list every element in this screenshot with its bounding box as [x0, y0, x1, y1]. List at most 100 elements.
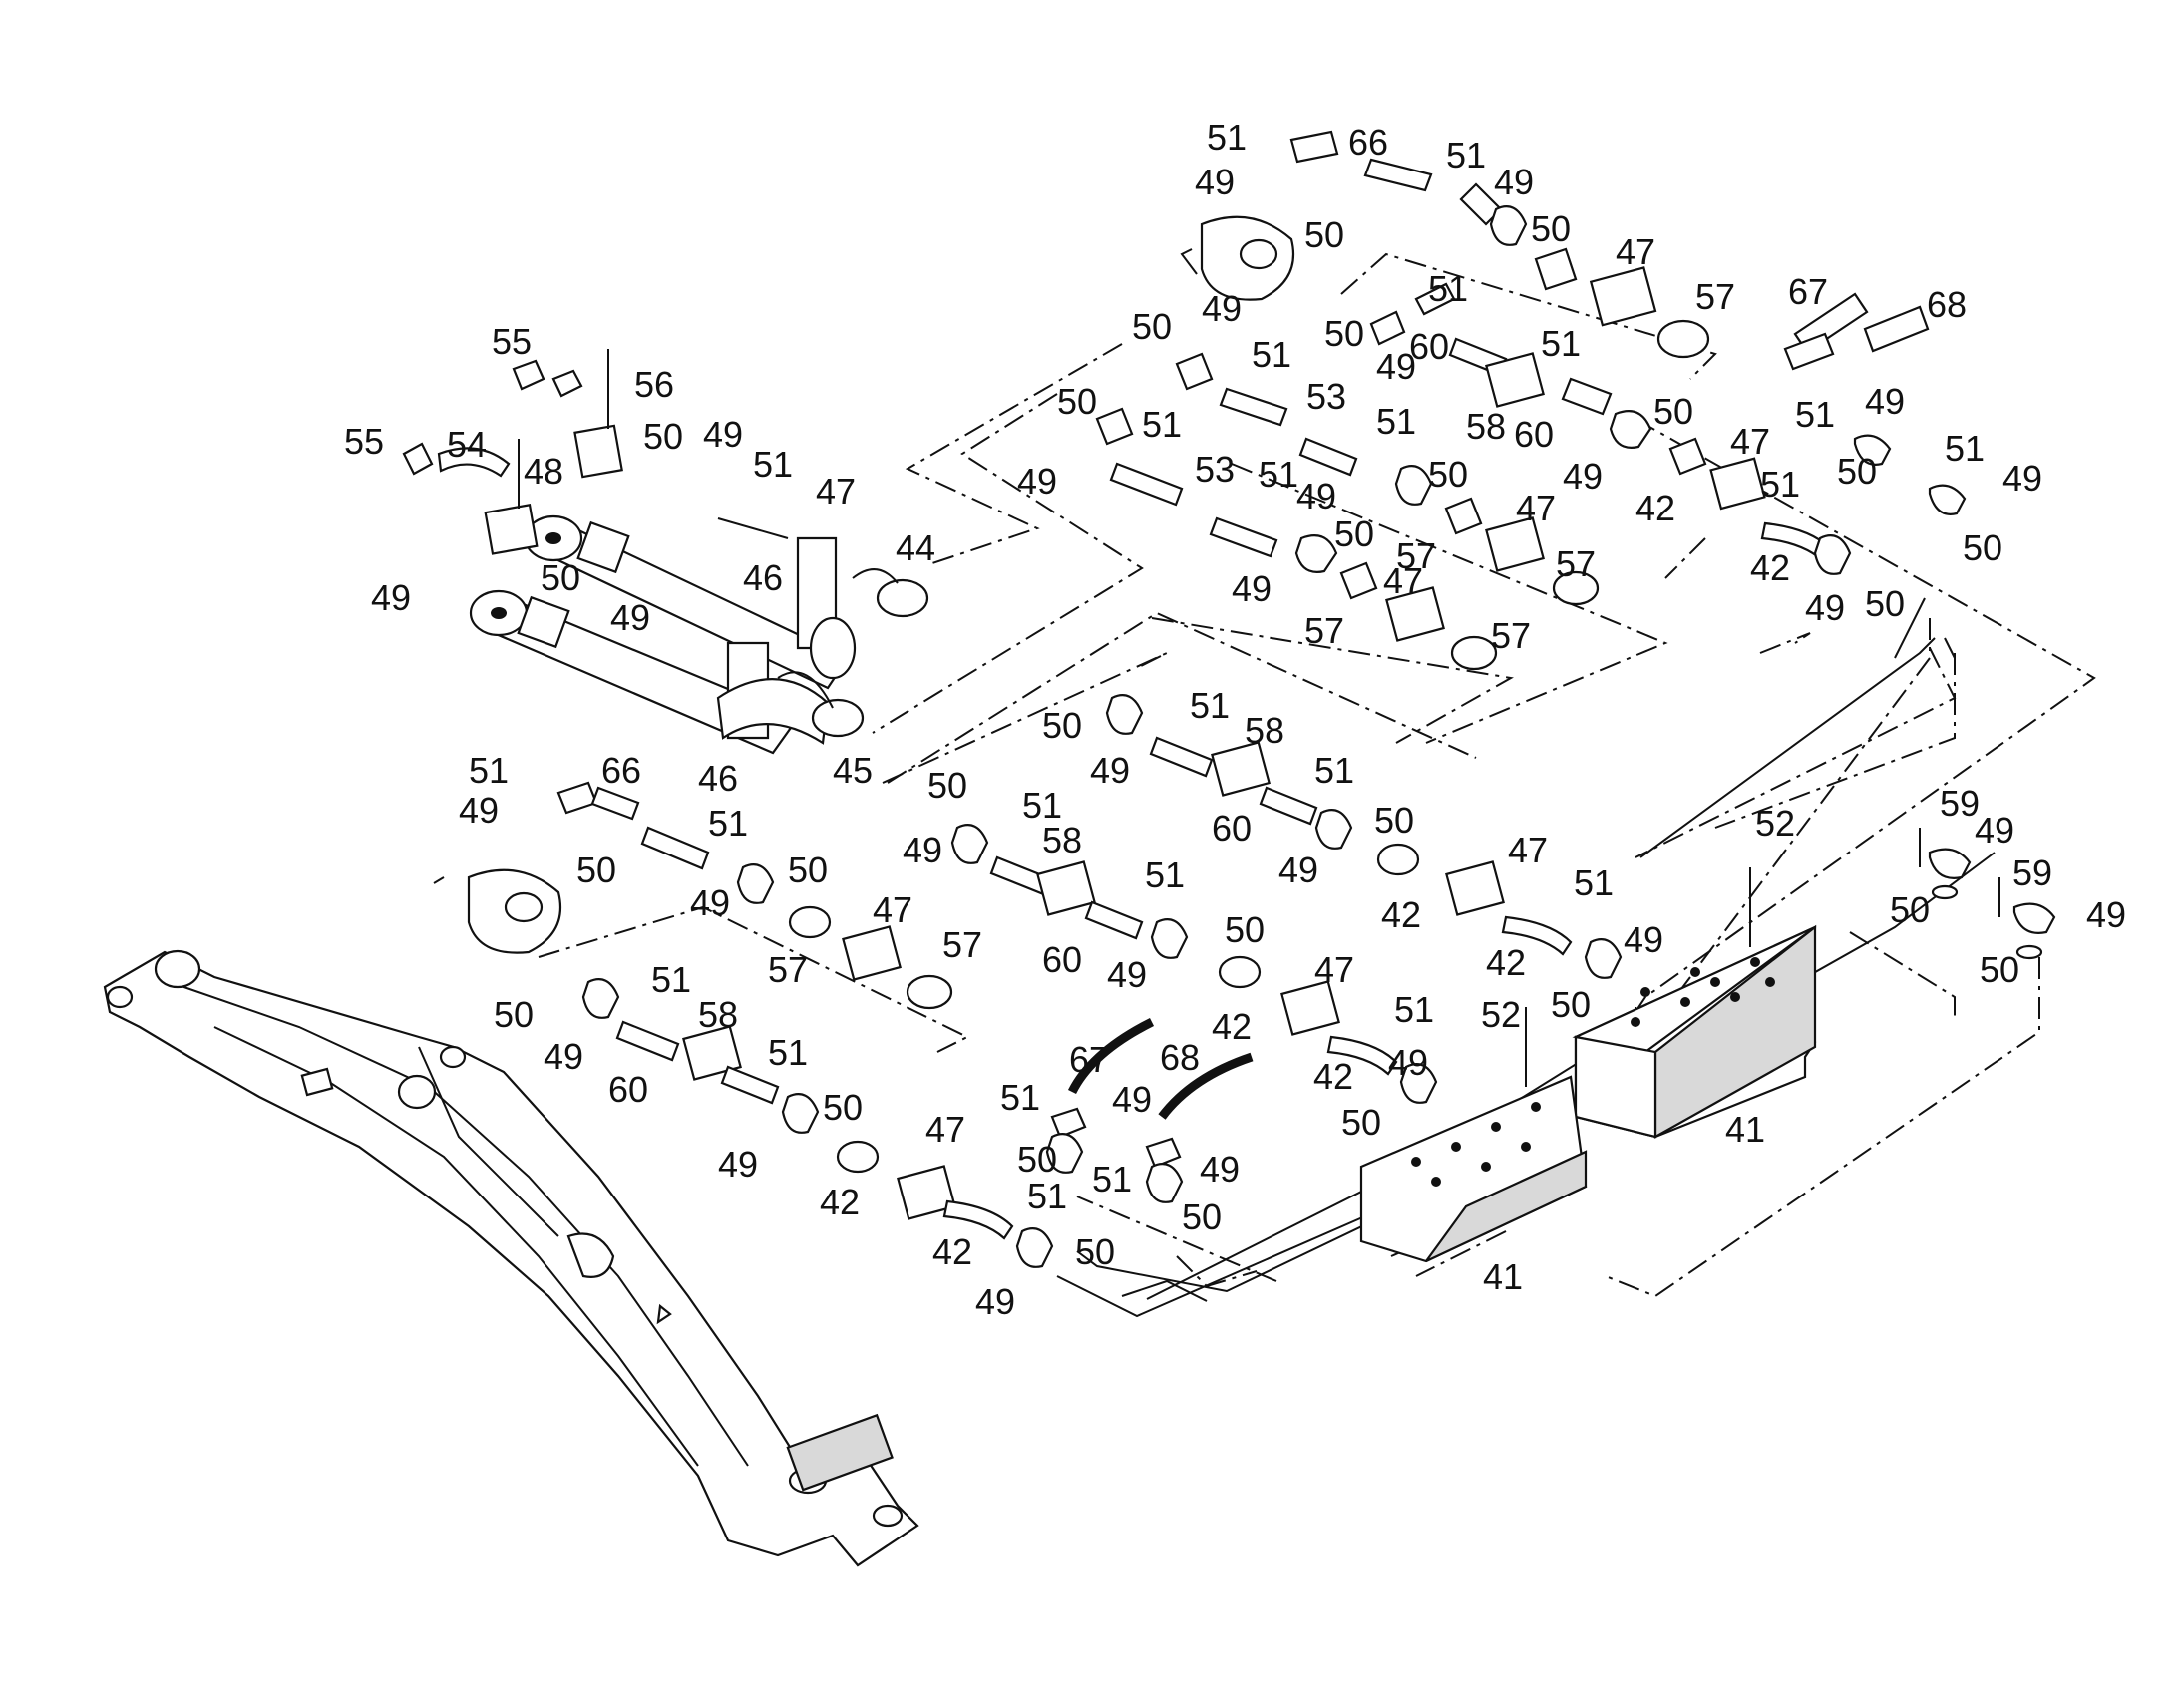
- part-number-label: 49: [1278, 850, 1318, 890]
- part-number-label: 50: [1980, 949, 2019, 990]
- part-number-label: 50: [1531, 208, 1571, 249]
- swivel-joint-top: [1180, 215, 1295, 301]
- part-number-label: 50: [1225, 909, 1265, 950]
- part-number-label: 50: [927, 765, 967, 806]
- part-number-label: 55: [492, 321, 532, 362]
- part-number-label: 47: [1616, 231, 1655, 272]
- part-number-label: 51: [1376, 401, 1416, 442]
- part-number-label: 60: [1409, 326, 1449, 367]
- part-number-label: 51: [1142, 404, 1182, 445]
- part-number-label: 56: [634, 364, 674, 405]
- part-number-label: 49: [1563, 456, 1603, 497]
- fittings-lower-rows: [556, 694, 1623, 1268]
- part-number-label: 57: [768, 949, 808, 990]
- part-number-label: 45: [833, 750, 873, 791]
- hoses-67-68: [1045, 1017, 1254, 1203]
- part-number-label: 51: [1314, 750, 1354, 791]
- part-number-label: 42: [1381, 894, 1421, 935]
- part-number-label: 49: [459, 790, 499, 831]
- part-number-label: 42: [1635, 488, 1675, 528]
- part-number-label: 58: [698, 994, 738, 1035]
- part-number-label: 55: [344, 421, 384, 462]
- part-number-label: 51: [651, 959, 691, 1000]
- part-number-label: 49: [903, 830, 942, 870]
- part-number-label: 49: [1388, 1042, 1428, 1083]
- part-number-label: 42: [820, 1182, 860, 1222]
- part-number-label: 58: [1466, 406, 1506, 447]
- part-number-label: 41: [1483, 1256, 1523, 1297]
- part-number-label: 57: [942, 924, 982, 965]
- part-number-label: 67: [1788, 271, 1828, 312]
- part-number-label: 49: [1200, 1149, 1240, 1190]
- part-number-label: 68: [1160, 1037, 1200, 1078]
- part-number-label: 58: [1245, 710, 1284, 751]
- part-number-label: 47: [1508, 830, 1548, 870]
- part-number-label: 51: [1259, 454, 1298, 495]
- part-number-label: 49: [1107, 954, 1147, 995]
- part-number-label: 50: [1042, 705, 1082, 746]
- manifold-holes-lower: [1411, 1102, 1541, 1187]
- part-number-label: 50: [576, 850, 616, 890]
- part-number-label: 50: [1551, 984, 1591, 1025]
- part-number-label: 50: [494, 994, 534, 1035]
- part-number-label: 49: [1017, 461, 1057, 502]
- part-number-label: 57: [1396, 535, 1436, 576]
- part-number-label: 60: [608, 1069, 648, 1110]
- part-number-label: 48: [524, 451, 563, 492]
- part-number-label: 50: [1334, 513, 1374, 554]
- part-number-label: 46: [743, 557, 783, 598]
- part-number-label: 49: [975, 1281, 1015, 1322]
- part-number-label: 46: [698, 758, 738, 799]
- part-number-label: 50: [1653, 391, 1693, 432]
- part-number-label: 42: [1313, 1056, 1353, 1097]
- part-number-label: 50: [1057, 381, 1097, 422]
- part-number-label: 50: [1132, 306, 1172, 347]
- part-number-label: 51: [1145, 854, 1185, 895]
- part-number-label: 47: [1730, 421, 1770, 462]
- valve-block-upper-left: [402, 349, 789, 555]
- part-number-label: 51: [1092, 1159, 1132, 1199]
- part-number-label: 50: [541, 557, 580, 598]
- part-number-label: 68: [1927, 284, 1967, 325]
- part-number-label: 51: [768, 1032, 808, 1073]
- part-number-label: 47: [925, 1109, 965, 1150]
- part-number-label: 50: [1890, 889, 1930, 930]
- part-number-label: 50: [1428, 454, 1468, 495]
- part-number-label: 50: [1075, 1231, 1115, 1272]
- part-number-label: 60: [1042, 939, 1082, 980]
- part-number-label: 51: [469, 750, 509, 791]
- part-number-label: 49: [718, 1144, 758, 1185]
- part-number-label: 51: [1000, 1077, 1040, 1118]
- part-number-label: 51: [1190, 685, 1230, 726]
- part-number-label: 50: [1865, 583, 1905, 624]
- part-number-label: 41: [1725, 1109, 1765, 1150]
- part-number-label: 49: [1624, 919, 1663, 960]
- part-number-label: 51: [753, 444, 793, 485]
- part-number-label: 49: [2002, 458, 2042, 499]
- part-number-label: 50: [1837, 451, 1877, 492]
- part-number-label: 51: [1574, 862, 1614, 903]
- part-number-label: 50: [1017, 1139, 1057, 1180]
- part-number-label: 49: [1112, 1079, 1152, 1120]
- part-number-label: 51: [708, 803, 748, 844]
- part-number-label: 51: [1795, 394, 1835, 435]
- part-number-label: 49: [1494, 162, 1534, 202]
- part-number-label: 49: [1195, 162, 1235, 202]
- boom-arm: [103, 949, 919, 1567]
- part-number-label: 52: [1755, 803, 1795, 844]
- part-number-label: 50: [1304, 214, 1344, 255]
- part-number-label: 51: [1945, 428, 1985, 469]
- part-number-label: 42: [1212, 1006, 1252, 1047]
- manifold-block-lower: [1359, 1007, 1588, 1263]
- part-number-label: 51: [1022, 785, 1062, 826]
- part-number-label: 53: [1306, 376, 1346, 417]
- part-number-label: 57: [1304, 610, 1344, 651]
- part-number-label: 49: [371, 577, 411, 618]
- part-number-label: 47: [1516, 488, 1556, 528]
- part-number-label: 47: [873, 889, 912, 930]
- part-number-label: 50: [1182, 1196, 1222, 1237]
- part-number-label: 49: [1865, 381, 1905, 422]
- part-number-label: 59: [2012, 853, 2052, 893]
- part-number-label: 51: [1541, 323, 1581, 364]
